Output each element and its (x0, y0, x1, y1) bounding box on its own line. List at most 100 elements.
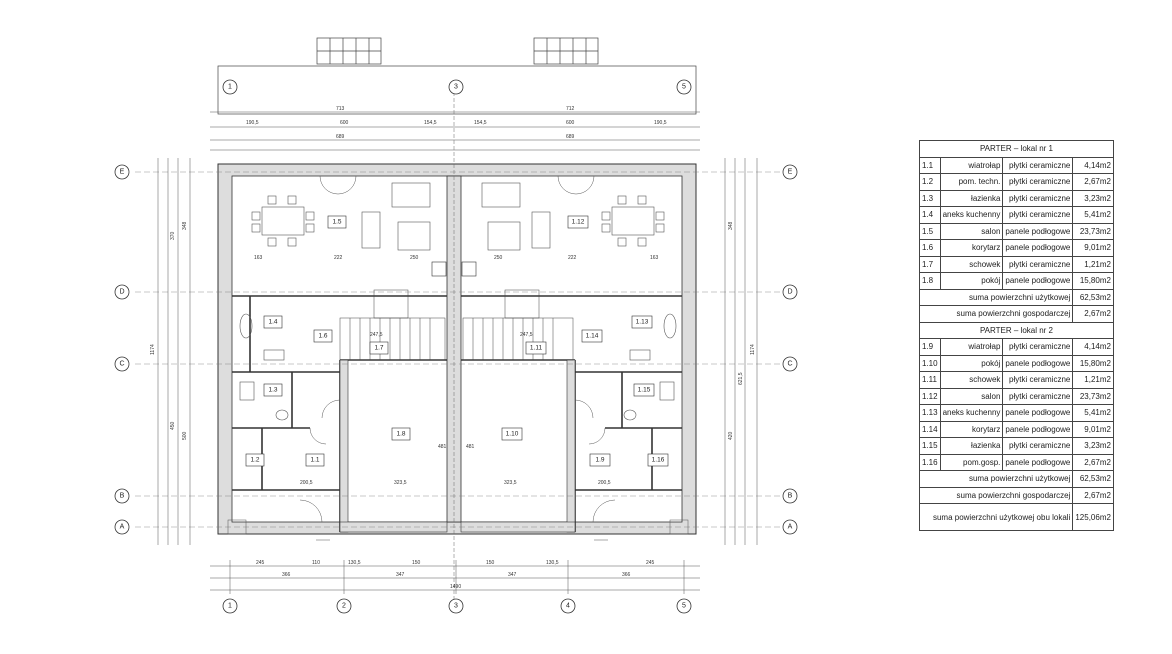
grid-row-A-left: A (120, 524, 125, 531)
building-walls (217, 163, 697, 535)
room-no: 1.9 (919, 338, 941, 356)
room-no: 1.3 (919, 189, 941, 207)
room-name: wiatrołap (939, 338, 1004, 356)
room-area: 9,01m2 (1072, 420, 1114, 438)
unit1-sum-farm: 2,67m2 (1072, 305, 1114, 323)
room-name: wiatrołap (939, 156, 1004, 174)
room-finish: płytki ceramiczne (1002, 255, 1074, 273)
dim-top-a2: 712 (566, 106, 575, 112)
room-no: 1.5 (919, 222, 941, 240)
bathroom-fixtures (239, 313, 677, 421)
room-label-1-12: 1.12 (572, 219, 585, 226)
room-label-1-7: 1.7 (374, 345, 383, 352)
room-no: 1.11 (919, 371, 941, 389)
dim-bottom-a-5: 130,5 (546, 560, 559, 566)
room-label-1-2: 1.2 (250, 457, 259, 464)
grid-bubbles-right: E D C B A (782, 164, 798, 535)
room-finish: płytki ceramiczne (1002, 338, 1074, 356)
dim-stair-1: 247,5 (520, 332, 533, 338)
roof-canopy-left (316, 37, 382, 65)
room-area: 5,41m2 (1072, 206, 1114, 224)
room-label-1-16: 1.16 (652, 457, 665, 464)
dim-row2-3: 250 (494, 255, 503, 261)
entrance-steps (227, 519, 689, 541)
room-area: 15,80m2 (1072, 272, 1114, 290)
grid-col-2-bottom: 2 (342, 603, 346, 610)
roof-canopy-right (533, 37, 599, 65)
room-label-1-1: 1.1 (310, 457, 319, 464)
dim-row2-2: 250 (410, 255, 419, 261)
dim-inner-top-1: 689 (566, 134, 575, 140)
room-label-1-6: 1.6 (318, 333, 327, 340)
dim-side-left-3: 500 (182, 431, 188, 440)
room-area: 4,14m2 (1072, 156, 1114, 174)
dim-stair-0: 247,5 (370, 332, 383, 338)
staircase-right (462, 289, 574, 361)
total-area: 125,06m2 (1072, 503, 1114, 531)
dim-top-a: 713 (336, 106, 345, 112)
room-name: korytarz (939, 420, 1004, 438)
dim-top-b-2: 154,5 (424, 120, 437, 126)
room-name: pom. techn. (939, 173, 1004, 191)
dim-row2-0: 163 (254, 255, 263, 261)
dim-side-right-1: 348 (728, 221, 734, 230)
room-area: 3,23m2 (1072, 437, 1114, 455)
room-name: łazienka (939, 437, 1004, 455)
dim-inner-top-0: 689 (336, 134, 345, 140)
room-name: pokój (939, 272, 1004, 290)
room-no: 1.4 (919, 206, 941, 224)
grid-col-1-bottom: 1 (228, 603, 232, 610)
unit1-sum-use-label: suma powierzchni użytkowej (918, 288, 1074, 306)
room-name: aneks kuchenny (939, 404, 1004, 422)
room-no: 1.15 (919, 437, 941, 455)
dim-row2-5: 163 (650, 255, 659, 261)
room-no: 1.14 (919, 420, 941, 438)
dim-top-b-0: 190,5 (246, 120, 259, 126)
dim-room-vert-0: 481 (438, 444, 447, 450)
room-finish: panele podłogowe (1002, 404, 1074, 422)
room-labels-left: 1.5 1.4 1.6 1.7 1.3 1.8 1.2 1.1 (245, 215, 411, 467)
unit2-sum-farm-label: suma powierzchni gospodarczej (918, 486, 1074, 504)
grid-col-3-top: 3 (454, 84, 458, 91)
dim-inner-b-0: 200,5 (300, 480, 313, 486)
room-area: 15,80m2 (1072, 354, 1114, 372)
unit2-title: PARTER – lokal nr 2 (919, 321, 1114, 339)
grid-col-5-bottom: 5 (682, 603, 686, 610)
room-area: 5,41m2 (1072, 404, 1114, 422)
dimension-lines-sides (157, 158, 758, 545)
room-no: 1.10 (919, 354, 941, 372)
room-finish: panele podłogowe (1002, 222, 1074, 240)
total-label: suma powierzchni użytkowej obu lokali (918, 503, 1074, 531)
room-label-1-4: 1.4 (268, 319, 277, 326)
room-label-1-13: 1.13 (636, 319, 649, 326)
room-name: korytarz (939, 239, 1004, 257)
dim-row2-4: 222 (568, 255, 577, 261)
grid-bubbles-top: 1 3 5 (222, 79, 692, 95)
unit1-sum-farm-label: suma powierzchni gospodarczej (918, 305, 1074, 323)
room-finish: płytki ceramiczne (1002, 206, 1074, 224)
room-area: 1,21m2 (1072, 371, 1114, 389)
dim-side-right-0: 1174 (750, 344, 756, 355)
room-name: aneks kuchenny (939, 206, 1004, 224)
room-finish: panele podłogowe (1002, 239, 1074, 257)
grid-row-B-left: B (120, 493, 125, 500)
room-no: 1.6 (919, 239, 941, 257)
sofa-right (481, 182, 551, 251)
room-label-1-9: 1.9 (595, 457, 604, 464)
room-area: 23,73m2 (1072, 387, 1114, 405)
room-area: 2,67m2 (1072, 173, 1114, 191)
grid-bubbles-bottom: 1 2 3 4 5 (222, 598, 692, 614)
